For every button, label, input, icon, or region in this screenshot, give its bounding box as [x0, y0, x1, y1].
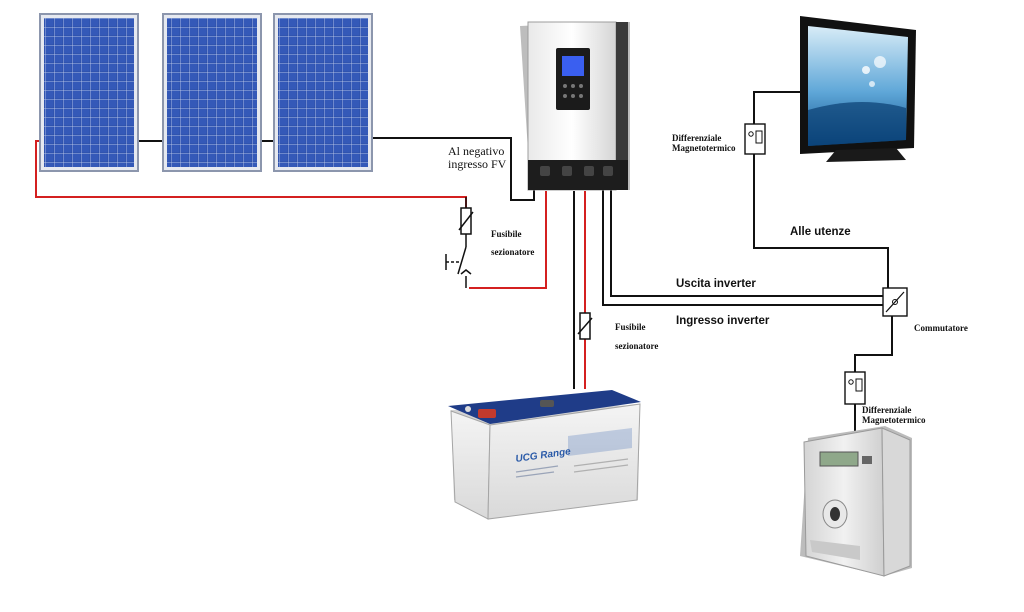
solar-panel-1	[39, 13, 139, 172]
label-loads: Alle utenze	[790, 226, 851, 238]
label-fuse-battery-line2: sezionatore	[615, 341, 659, 351]
label-pv-negative-line2: ingresso FV	[448, 157, 507, 171]
wires	[35, 91, 893, 441]
meter-display	[819, 451, 859, 467]
ac-output-wire	[610, 189, 885, 297]
label-breaker-bottom-line2: Magnetotermico	[862, 415, 926, 425]
tv-feed-wire	[753, 91, 805, 125]
label-pv-negative-line1: Al negativo	[448, 144, 505, 158]
changeover-switch	[882, 287, 908, 317]
label-fuse-battery-line1: Fusibile	[615, 322, 646, 332]
inverter-display	[562, 56, 584, 76]
label-fuse-top-line1: Fusibile	[491, 229, 522, 239]
label-breaker-bottom-line1: Differenziale	[862, 405, 912, 415]
label-breaker-top-line2: Magnetotermico	[672, 143, 736, 153]
battery-fuse-disconnector	[577, 312, 593, 340]
label-inverter-input: Ingresso inverter	[676, 315, 770, 327]
solar-panel-3	[273, 13, 373, 172]
ac-input-wire	[602, 189, 885, 306]
positive-wire-pv-out	[469, 191, 547, 289]
label-breaker-top-line1: Differenziale	[672, 133, 722, 143]
grid-wire	[854, 315, 893, 373]
label-inverter-output: Uscita inverter	[676, 278, 756, 290]
hybrid-inverter	[520, 21, 630, 191]
label-switch: Commutatore	[914, 323, 968, 333]
energy-meter	[800, 426, 912, 577]
breaker-top	[744, 123, 766, 155]
solar-panel-2	[162, 13, 262, 172]
pv-fuse-disconnector	[445, 197, 474, 288]
battery: UCG Range	[448, 390, 641, 520]
television	[800, 16, 916, 162]
label-fuse-top-line2: sezionatore	[491, 247, 535, 257]
breaker-bottom	[844, 371, 866, 405]
ac-loads-wire	[753, 153, 889, 289]
